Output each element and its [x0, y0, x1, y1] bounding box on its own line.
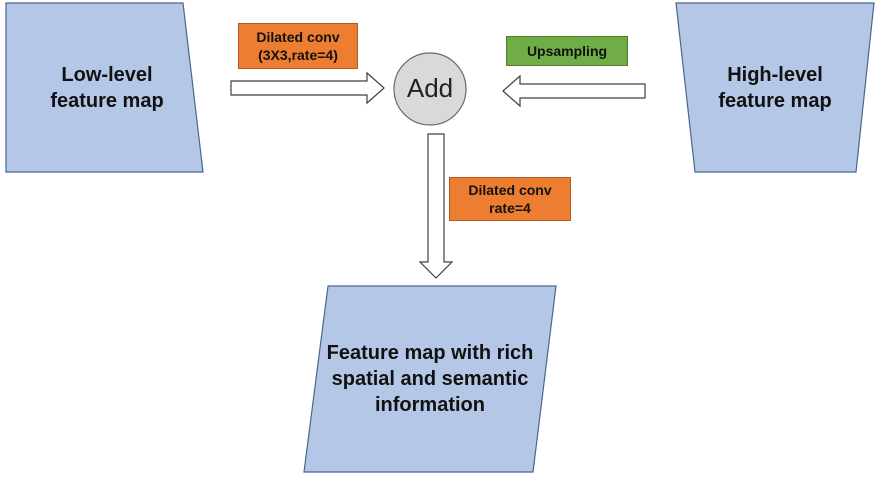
upsampling-label: Upsampling	[526, 43, 608, 59]
dilated-conv-left-line1: Dilated conv	[256, 29, 340, 45]
dilated-conv-down-line2: rate=4	[489, 200, 531, 216]
output-feature-map-shape	[303, 285, 557, 473]
low-level-feature-map-shape	[5, 2, 204, 173]
dilated-conv-tag-left: Dilated conv (3X3,rate=4)	[238, 23, 358, 69]
output-line3: information	[375, 394, 485, 416]
dilated-conv-down-line1: Dilated conv	[468, 182, 552, 198]
high-level-feature-map-label: High-level feature map	[690, 62, 860, 114]
add-node-circle	[393, 52, 467, 126]
output-line1: Feature map with rich	[326, 342, 534, 364]
high-level-line2: feature map	[718, 90, 832, 112]
arrow-add-to-output	[418, 133, 454, 279]
arrow-low-to-add	[230, 71, 385, 105]
arrow-high-to-add	[502, 74, 646, 108]
dilated-conv-tag-down: Dilated conv rate=4	[449, 177, 571, 221]
high-level-feature-map-shape	[675, 2, 875, 173]
low-level-line1: Low-level	[61, 64, 153, 86]
low-level-feature-map-label: Low-level feature map	[22, 62, 192, 114]
output-feature-map-label: Feature map with rich spatial and semant…	[300, 340, 560, 418]
dilated-conv-left-line2: (3X3,rate=4)	[258, 47, 338, 63]
high-level-line1: High-level	[727, 64, 823, 86]
add-node-label: Add	[406, 73, 454, 103]
low-level-line2: feature map	[50, 90, 164, 112]
upsampling-tag: Upsampling	[506, 36, 628, 66]
output-line2: spatial and semantic	[331, 368, 529, 390]
